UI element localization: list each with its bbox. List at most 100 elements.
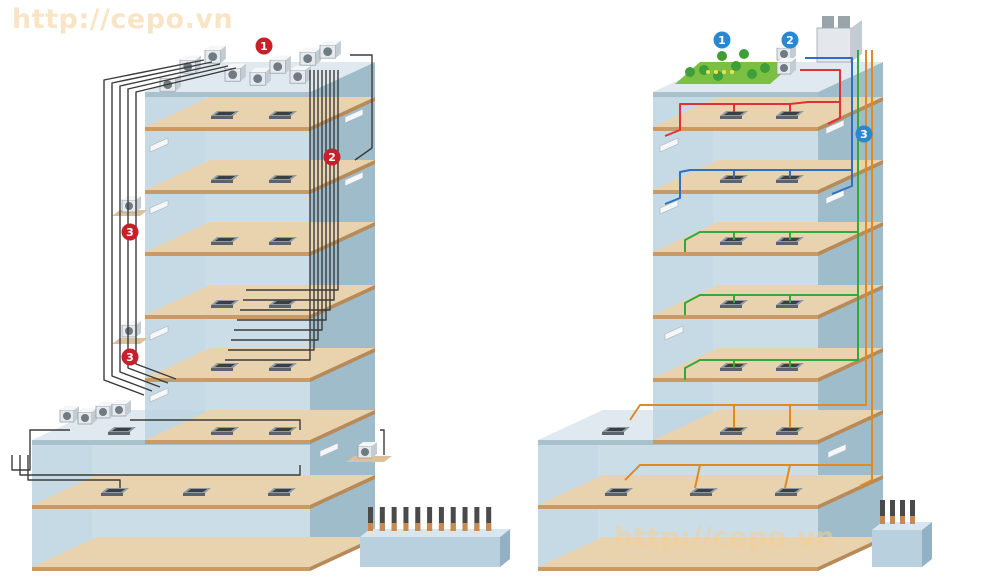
indoor-unit-grille <box>273 301 293 304</box>
indoor-unit-edge <box>775 493 797 496</box>
badge-circle <box>255 37 273 55</box>
right-tower-floor-slab <box>653 410 883 440</box>
cold-storage-rod <box>368 507 373 531</box>
outdoor-condenser-unit <box>111 400 131 417</box>
flower-icon <box>714 70 718 74</box>
callout-badge: 1 <box>255 37 273 55</box>
right-tower-floor-edge <box>653 315 818 319</box>
right-podium-floor-edge <box>538 567 818 571</box>
condenser-side <box>372 442 377 458</box>
indoor-unit-edge <box>211 116 233 119</box>
outdoor-condenser-unit <box>357 442 377 459</box>
indoor-ceiling-unit <box>211 427 239 435</box>
cold-storage-rod <box>379 507 385 531</box>
thermal-storage-tank <box>872 500 932 567</box>
indoor-unit-edge <box>269 180 291 183</box>
cold-storage-rod-band <box>403 523 409 531</box>
cold-storage-rod-band <box>438 523 444 531</box>
left-tower-floor-edge-side <box>310 410 375 444</box>
wall-mounted-unit <box>825 119 845 135</box>
refrigerant-pipe <box>130 419 301 430</box>
wall-unit-body <box>149 387 169 403</box>
balcony-ledge <box>346 456 392 462</box>
right-tower-floor-edge <box>653 440 818 444</box>
right-tower-floor-slab <box>653 348 883 378</box>
outdoor-condenser-unit <box>204 45 226 64</box>
indoor-unit-edge <box>211 242 233 245</box>
indoor-unit-grille <box>780 428 800 431</box>
cold-storage-rod <box>880 500 885 524</box>
outdoor-condenser-unit <box>319 40 341 59</box>
cold-storage-rod-band <box>391 523 397 531</box>
callout-badge: 2 <box>323 148 341 166</box>
fan-icon <box>99 408 107 416</box>
balcony-ledge <box>112 338 148 344</box>
badge-circle <box>121 223 139 241</box>
wall-unit-body <box>319 442 339 458</box>
condenser-top <box>777 58 796 62</box>
indoor-ceiling-unit <box>269 300 297 308</box>
cold-storage-rod <box>391 507 397 531</box>
tree-icon <box>685 67 695 77</box>
wall-mounted-unit <box>319 442 339 458</box>
badge-label: 3 <box>126 351 134 364</box>
indoor-unit-edge <box>108 432 130 435</box>
indoor-unit-edge <box>605 493 627 496</box>
indoor-ceiling-unit <box>269 237 297 245</box>
indoor-unit-edge <box>776 368 798 371</box>
indoor-ceiling-unit <box>183 488 211 496</box>
indoor-unit-grille <box>609 489 629 492</box>
outdoor-condenser-unit <box>249 67 271 86</box>
indoor-unit-grille <box>215 112 235 115</box>
indoor-ceiling-unit <box>269 175 297 183</box>
indoor-unit-grille <box>273 428 293 431</box>
left-podium-floor-edge <box>32 567 310 571</box>
cold-storage-rod <box>450 507 456 531</box>
cold-storage-rod <box>910 500 915 524</box>
indoor-unit-edge <box>211 305 233 308</box>
indoor-ceiling-unit <box>211 237 239 245</box>
outdoor-condenser-unit <box>121 196 141 213</box>
cold-storage-rod-band <box>474 523 480 531</box>
right-tower-floor-edge <box>653 378 818 382</box>
cold-storage-rod <box>462 507 468 531</box>
indoor-unit-edge <box>211 368 233 371</box>
cold-storage-rod-band <box>415 523 421 531</box>
cold-storage-rod-band <box>890 516 895 524</box>
indoor-ceiling-unit <box>602 427 630 435</box>
fan-icon <box>125 327 133 335</box>
fan-icon <box>115 406 123 414</box>
badge-label: 3 <box>126 226 134 239</box>
wall-mounted-unit <box>827 443 847 459</box>
refrigerant-pipe <box>19 455 301 476</box>
condenser-water-pipe <box>859 465 873 487</box>
wall-unit-body <box>659 137 679 153</box>
condenser-side <box>285 55 291 74</box>
cold-storage-rod-band <box>427 523 433 531</box>
indoor-ceiling-unit <box>775 488 803 496</box>
balcony-ledge <box>112 210 148 216</box>
indoor-unit-grille <box>215 301 235 304</box>
wall-unit-body <box>149 325 169 341</box>
badge-circle <box>323 148 341 166</box>
wall-mounted-unit <box>664 325 684 341</box>
refrigerant-pipe <box>350 54 373 161</box>
indoor-unit-edge <box>211 180 233 183</box>
wall-unit-body <box>659 199 679 215</box>
right-tower-floor-edge <box>653 127 818 131</box>
indoor-unit-edge <box>602 432 624 435</box>
indoor-unit-grille <box>694 489 714 492</box>
outdoor-condenser-unit <box>776 58 796 75</box>
wall-mounted-unit <box>344 108 364 124</box>
ice-storage-tank <box>360 507 510 567</box>
cold-storage-rod <box>900 500 905 524</box>
left-building-vrf-system: 1 2 3 3 <box>11 37 510 571</box>
outdoor-condenser-unit <box>289 65 311 84</box>
tank-top <box>360 529 510 537</box>
refrigerant-riser <box>231 70 319 341</box>
condenser-side <box>240 63 246 82</box>
refrigerant-riser <box>225 70 311 361</box>
tank-front <box>872 530 922 567</box>
